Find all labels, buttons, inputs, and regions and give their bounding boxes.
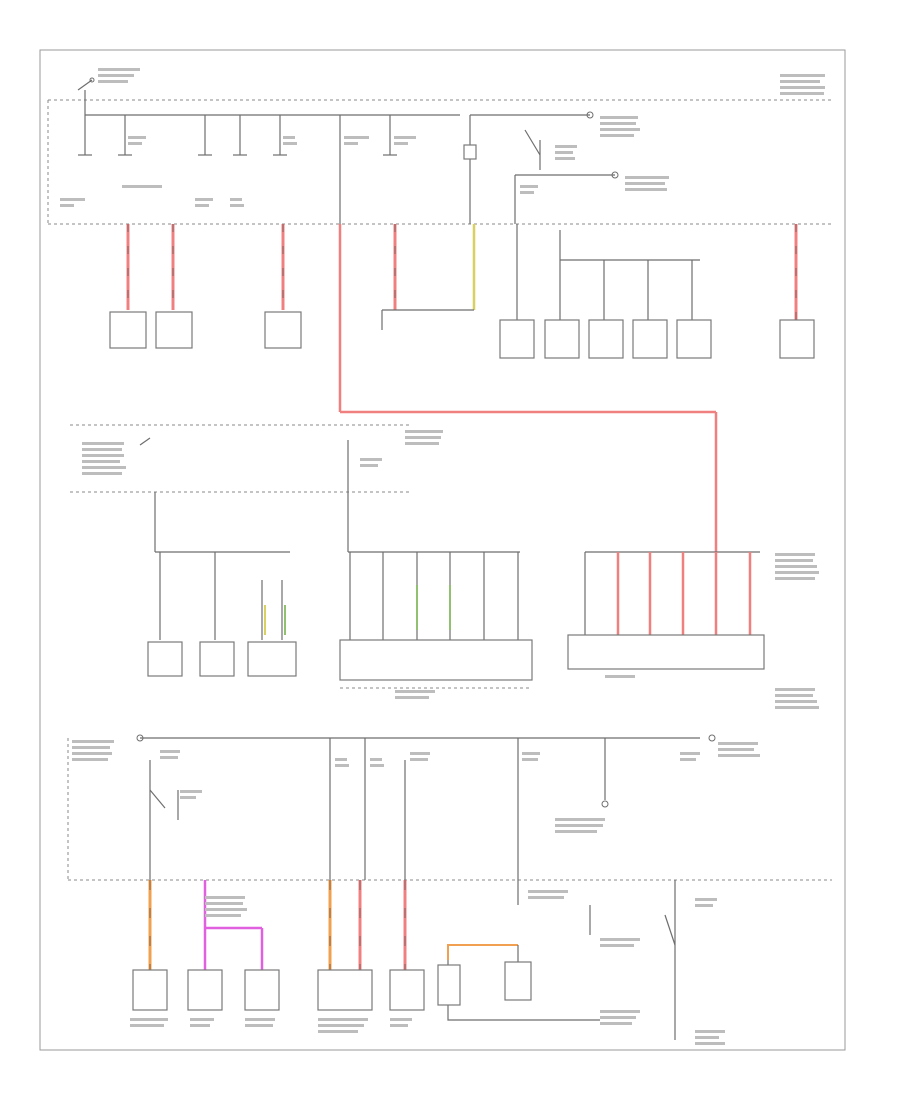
component-box xyxy=(109,311,147,349)
component-box xyxy=(437,964,461,1006)
component-box xyxy=(155,311,193,349)
fuse-icon xyxy=(463,144,477,160)
component-box xyxy=(147,641,183,677)
bottom-labels xyxy=(130,890,725,1045)
component-box xyxy=(779,319,815,359)
switch-icon xyxy=(664,914,676,946)
bottom-components xyxy=(130,890,725,1045)
switch-icon xyxy=(149,789,179,820)
lower-section xyxy=(67,688,832,881)
component-box xyxy=(132,969,168,1011)
component-box xyxy=(499,319,535,359)
component-box xyxy=(247,641,297,677)
fuse-block-labels xyxy=(60,68,825,207)
lower-labels xyxy=(72,688,819,833)
component-box xyxy=(389,969,425,1011)
switch-icon xyxy=(139,437,151,446)
component-box xyxy=(504,961,532,1001)
connector-icon xyxy=(611,171,619,179)
middle-section xyxy=(70,424,819,699)
component-box xyxy=(264,311,302,349)
middle-labels xyxy=(82,430,819,699)
component-box xyxy=(588,319,624,359)
ignition-control-module xyxy=(339,639,533,681)
diagram-frame xyxy=(39,49,846,1051)
relay-switch-icon xyxy=(524,129,541,170)
connector-icon xyxy=(136,734,144,742)
connector-icon xyxy=(708,734,716,742)
component-box xyxy=(676,319,712,359)
component-box xyxy=(544,319,580,359)
component-box xyxy=(244,969,280,1011)
top-branch-wires xyxy=(126,224,798,552)
switch-icon xyxy=(77,77,95,91)
component-box xyxy=(199,641,235,677)
component-box xyxy=(632,319,668,359)
component-box xyxy=(317,969,373,1011)
component-box xyxy=(187,969,223,1011)
top-components xyxy=(109,311,815,359)
fuel-injectors xyxy=(567,634,765,670)
ground-icon xyxy=(601,800,609,808)
connector-icon xyxy=(586,111,594,119)
top-fuse-block xyxy=(47,68,832,225)
